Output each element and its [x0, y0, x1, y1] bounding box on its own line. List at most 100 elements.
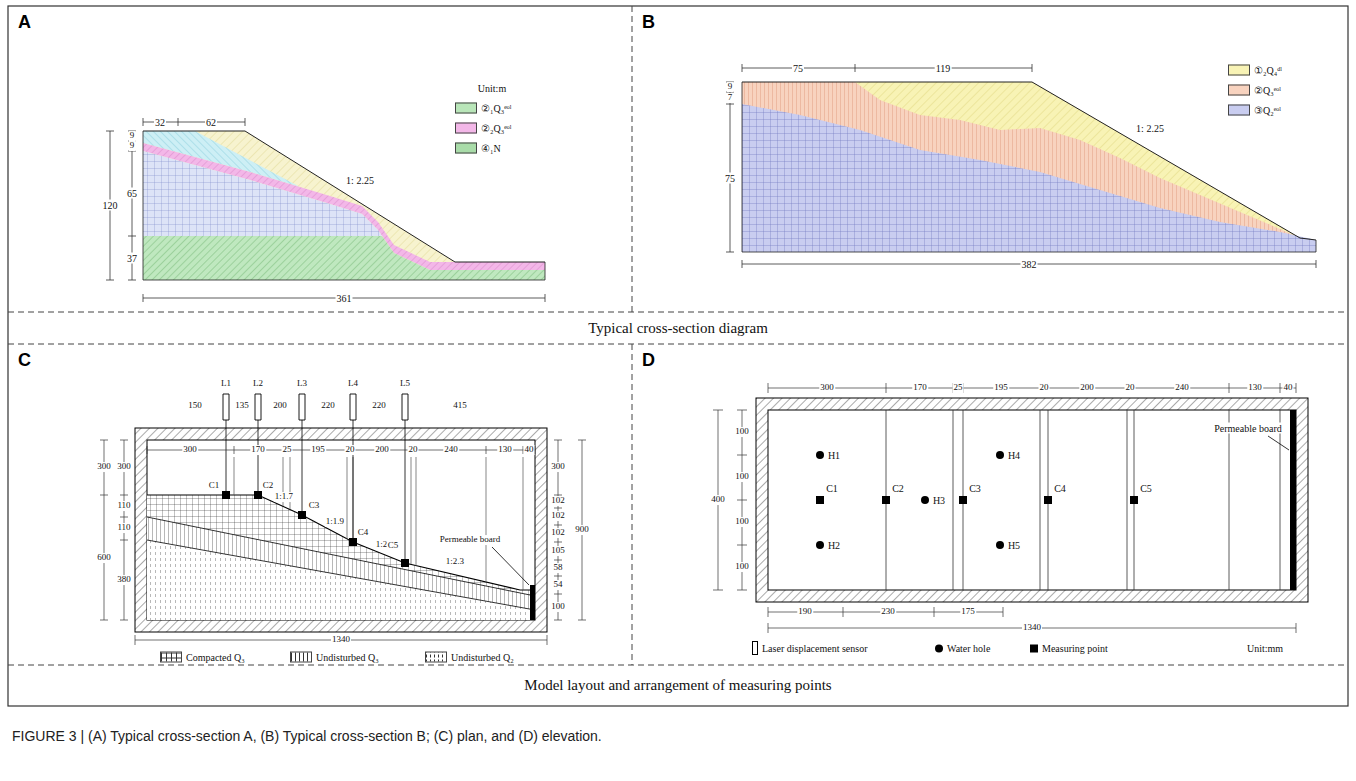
- laser-sensor: [223, 394, 408, 420]
- point-label: H3: [932, 495, 946, 506]
- legend-entry: ③Q₂ᵉᵒˡ: [1228, 105, 1281, 116]
- model-box-inner: [768, 410, 1296, 590]
- point-label: L1: [220, 379, 232, 389]
- note-label: Unit:mm: [1246, 643, 1284, 654]
- dimension-label: 200: [1079, 383, 1095, 393]
- model-box-inner: [147, 440, 535, 620]
- legend-text: ②₁Q₃ᵉᵒˡ: [481, 103, 511, 114]
- dimension-line: [147, 446, 535, 454]
- point-label: C4: [1053, 483, 1067, 494]
- dimension-label: 400: [710, 495, 726, 505]
- water-hole: [816, 541, 824, 549]
- dimension-label: 300: [182, 445, 198, 455]
- water-hole: [816, 451, 824, 459]
- point-label: C5: [1139, 483, 1153, 494]
- note-label: 1: 2.25: [1135, 123, 1165, 134]
- dimension-label: 65: [126, 188, 138, 199]
- legend-pattern: [160, 652, 182, 663]
- legend-entry: Compacted Q₃: [160, 652, 245, 663]
- legend-entry: ②₂Q₃ᵉᵒˡ: [455, 123, 511, 134]
- soil-layer: [143, 236, 545, 280]
- dimension-label: 380: [116, 575, 132, 585]
- dimension-label: 102: [550, 528, 566, 538]
- figure-frame: [8, 6, 1348, 706]
- note-label: Permeable board: [1213, 423, 1282, 434]
- dimension-label: 120: [102, 200, 119, 211]
- dimension-label: 190: [797, 607, 813, 617]
- dimension-label: 130: [497, 445, 513, 455]
- legend-text: ②₂Q₃ᵉᵒˡ: [481, 123, 511, 134]
- dimension-label: 20: [408, 445, 419, 455]
- dimension-label: 100: [734, 562, 750, 572]
- dimension-label: 9: [727, 82, 734, 92]
- point-label: H2: [827, 540, 841, 551]
- legend-entry: ②Q₃ᵉᵒˡ: [1228, 85, 1281, 96]
- dimension-label: 195: [310, 445, 326, 455]
- legend-swatch: [455, 143, 477, 154]
- note-label: Unit:m: [477, 83, 507, 94]
- legend-text: ③Q₂ᵉᵒˡ: [1254, 105, 1281, 116]
- dimension-label: 200: [374, 445, 390, 455]
- legend-text: ②Q₃ᵉᵒˡ: [1254, 85, 1281, 96]
- legend-swatch: [1228, 85, 1250, 96]
- legend-swatch: [1228, 65, 1250, 76]
- dimension-label: 600: [96, 553, 112, 563]
- point-label: C1: [208, 481, 221, 491]
- point-label: C5: [387, 541, 400, 551]
- dimension-label: 240: [1174, 383, 1190, 393]
- permeable-board: [1290, 410, 1296, 590]
- point-label: C1: [825, 483, 839, 494]
- legend-text: Laser displacement sensor: [762, 643, 868, 654]
- section-outline: [143, 131, 545, 280]
- dimension-label: 105: [550, 546, 566, 556]
- dimension-label: 100: [550, 602, 566, 612]
- dimension-label: 170: [250, 445, 266, 455]
- dimension-label: 170: [912, 383, 928, 393]
- point-label: C2: [262, 481, 275, 491]
- dimension-label: 110: [116, 501, 131, 511]
- model-box-wall: [135, 428, 547, 632]
- point-label: C2: [891, 483, 905, 494]
- point-label: L2: [252, 379, 264, 389]
- dimension-label: 102: [550, 496, 566, 506]
- water-hole: [921, 496, 929, 504]
- point-label: L4: [347, 379, 359, 389]
- soil-layer: [143, 151, 382, 236]
- leader-line: [492, 547, 529, 585]
- permeable-board: [530, 585, 535, 620]
- legend-entry: ①₂Q₄ᵈˡ: [1228, 65, 1282, 76]
- dimension-label: 110: [116, 523, 131, 533]
- dimension-label: 7: [727, 93, 734, 103]
- legend-text: Water hole: [947, 643, 990, 654]
- dimension-label: 220: [371, 401, 387, 411]
- panel-letter: D: [642, 350, 655, 371]
- point-label: C3: [968, 483, 982, 494]
- note-label: 1:1.9: [325, 517, 345, 527]
- dimension-label: 1340: [1022, 623, 1042, 633]
- measuring-point: [222, 491, 409, 567]
- slope-surface: [143, 131, 545, 262]
- dimension-label: 25: [953, 383, 964, 393]
- legend-text: Measuring point: [1042, 643, 1108, 654]
- leader-line: [1268, 436, 1289, 450]
- legend-text: Compacted Q₃: [186, 652, 245, 663]
- legend-pattern: [290, 652, 312, 663]
- panel-frame: D: [632, 344, 1348, 665]
- legend-entry: Laser displacement sensor: [752, 641, 868, 655]
- panel-letter: C: [18, 350, 31, 371]
- dimension-label: 20: [1125, 383, 1136, 393]
- panel-frame: A: [8, 6, 632, 312]
- dimension-label: 415: [452, 401, 468, 411]
- dimension-label: 75: [724, 173, 736, 184]
- note-label: Permeable board: [439, 535, 502, 545]
- dimension-label: 150: [187, 401, 203, 411]
- legend-swatch: [1228, 105, 1250, 116]
- legend-text: Undisturbed Q₂: [451, 652, 514, 663]
- fill-layer: [143, 131, 545, 280]
- dimension-label: 9: [129, 131, 136, 141]
- dimension-label: 100: [734, 472, 750, 482]
- section-heading: Model layout and arrangement of measurin…: [523, 677, 832, 694]
- panel-frame: B: [632, 6, 1348, 312]
- legend-text: ①₂Q₄ᵈˡ: [1254, 65, 1282, 76]
- dimension-line: [768, 383, 1296, 393]
